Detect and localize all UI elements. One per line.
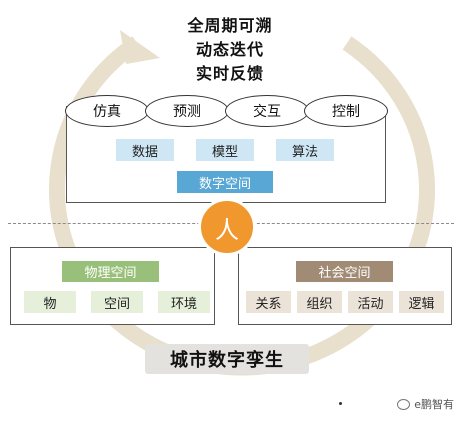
watermark: e鹏智有 <box>339 396 454 412</box>
social-space-label: 社会空间 <box>296 261 393 282</box>
function-pill-prediction: 预测 <box>145 95 229 127</box>
physical-item-space: 空间 <box>91 291 143 313</box>
watermark-dot <box>339 402 343 405</box>
physical-space-panel <box>10 247 215 325</box>
component-data: 数据 <box>116 139 174 161</box>
watermark-text: e鹏智有 <box>414 398 454 411</box>
cycle-arrow-head <box>120 30 160 64</box>
cycle-line-3: 实时反馈 <box>195 64 264 83</box>
physical-item-environment: 环境 <box>158 291 210 313</box>
social-item-relation: 关系 <box>246 291 291 313</box>
social-item-logic: 逻辑 <box>399 291 444 313</box>
function-pill-control: 控制 <box>304 95 388 127</box>
component-algorithm: 算法 <box>276 139 334 161</box>
person-center: 人 <box>198 198 256 256</box>
cycle-line-2: 动态迭代 <box>195 40 264 59</box>
physical-space-label: 物理空间 <box>62 261 159 282</box>
function-pill-simulation: 仿真 <box>65 95 149 127</box>
social-item-organization: 组织 <box>297 291 342 313</box>
city-digital-twin-title: 城市数字孪生 <box>145 344 309 374</box>
cycle-line-1: 全周期可溯 <box>187 16 273 35</box>
function-pill-interaction: 交互 <box>225 95 309 127</box>
physical-item-object: 物 <box>24 291 76 313</box>
social-space-panel <box>238 247 452 325</box>
digital-space-label: 数字空间 <box>177 171 273 193</box>
wechat-icon <box>397 398 411 410</box>
social-item-activity: 活动 <box>348 291 393 313</box>
component-model: 模型 <box>196 139 254 161</box>
